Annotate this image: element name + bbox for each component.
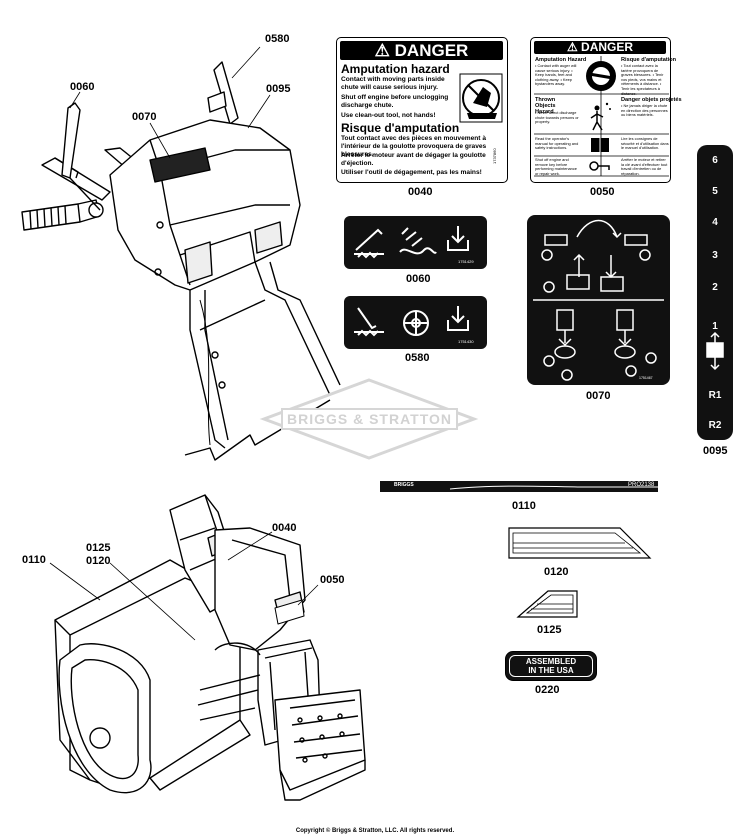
decal-0060: 1751429 [344, 216, 487, 269]
key-icon [589, 161, 610, 171]
num-3: 3 [712, 250, 718, 261]
decal-0220: ASSEMBLED IN THE USA [505, 651, 597, 681]
callout-0095: 0095 [703, 445, 728, 457]
callout-0095-top: 0095 [266, 83, 291, 95]
s2-title: Thrown Objects Hazard [535, 97, 556, 115]
warning-triangle-icon: ⚠ [566, 40, 578, 54]
decal-0050-grid [534, 56, 669, 177]
num-4: 4 [712, 217, 718, 228]
danger-header: ⚠ DANGER [534, 41, 666, 54]
num-6: 6 [712, 155, 718, 166]
lever-engaged-icon [354, 307, 384, 337]
callout-0070: 0070 [586, 390, 611, 402]
bullet1-en: Shut off engine before unclogging discha… [341, 94, 449, 109]
callout-0050-bottom: 0050 [320, 574, 345, 586]
hand-in-chute-icon [459, 73, 503, 123]
danger-header: ⚠ DANGER [340, 41, 503, 60]
decal-0125 [516, 590, 578, 618]
num-r1: R1 [708, 390, 722, 401]
decal-0040: ⚠ DANGER Amputation hazard Contact with … [336, 37, 508, 183]
callout-0070-top: 0070 [132, 111, 157, 123]
lever-engaged-icon [354, 228, 384, 259]
callout-0120: 0120 [544, 566, 569, 578]
bullet1-fr: Arrêter le moteur avant de dégager la go… [341, 152, 486, 167]
callout-0060-top: 0060 [70, 81, 95, 93]
num-5: 5 [712, 186, 718, 197]
decal-0050: ⚠ DANGER Amputation Hazard • [530, 37, 682, 183]
decal-0120 [508, 527, 652, 559]
callout-0040-bottom: 0040 [272, 522, 297, 534]
s2-text: • Never direct discharge chute towards p… [535, 110, 579, 125]
brand-text: BRIGGS [394, 482, 414, 488]
watermark-logo: BRIGGS & STRATTON [259, 378, 479, 460]
title-en: Amputation hazard [341, 62, 450, 76]
decal-0110: BRIGGS PRO2138 [380, 480, 660, 496]
warning-triangle-icon: ⚠ [374, 41, 390, 60]
s2-text-fr: • Ne jamais diriger la chute en directio… [621, 103, 668, 118]
watermark-text: BRIGGS & STRATTON [286, 411, 453, 427]
wheel-drive-icon [403, 310, 429, 336]
title-fr: Risque d'amputation [341, 121, 460, 135]
callout-0220: 0220 [535, 684, 560, 696]
in-the-usa-text: IN THE USA [528, 666, 574, 675]
s4-text-fr: Arrêter le moteur et retirer la clé avan… [621, 157, 668, 176]
part-number-0060: 1751429 [458, 259, 474, 264]
s3-text: Read the operator's manual for operating… [535, 136, 579, 151]
num-r2: R2 [708, 420, 722, 431]
down-arrow-tray-icon [447, 306, 469, 331]
num-1: 1 [712, 321, 718, 332]
svg-text:1: 1 [565, 373, 569, 380]
svg-text:1: 1 [547, 285, 551, 292]
danger-header-text: DANGER [394, 41, 469, 60]
callout-0110: 0110 [512, 500, 536, 512]
manual-icon [591, 138, 609, 152]
svg-text:2: 2 [545, 253, 549, 260]
num-2: 2 [712, 282, 718, 293]
callout-0110-left: 0110 [22, 554, 46, 566]
callout-0060: 0060 [406, 273, 431, 285]
callout-0580-top: 0580 [265, 33, 290, 45]
decal-0060-icons [354, 226, 469, 259]
callout-0125: 0125 [537, 624, 562, 636]
decal-0580-icons [354, 306, 469, 337]
bullet2-fr: Utiliser l'outil de dégagement, pas les … [341, 169, 482, 176]
down-arrow-tray-icon [447, 226, 469, 251]
s4-text: Shut off engine and remove key before pe… [535, 157, 577, 176]
auger-hazard-icon [586, 61, 616, 91]
s2-title-fr: Danger objets projetés [621, 97, 682, 103]
shift-arrows-icon [706, 331, 724, 371]
s1-text: • Contact with auger will cause serious … [535, 63, 577, 87]
decal-0095: 6 5 4 3 2 1 R1 R2 [697, 145, 733, 440]
text-fr: Tout contact avec des pièces en mouvemen… [341, 135, 487, 158]
svg-text:2: 2 [629, 369, 633, 376]
part-number-0070: 1751467 [639, 376, 653, 380]
decal-0070: 2 3 1 1 2 1751467 [527, 215, 670, 385]
bullet2-en: Use clean-out tool, not hands! [341, 112, 436, 119]
s1-title: Amputation Hazard [535, 57, 587, 63]
decal-0070-icons: 2 3 1 1 2 [533, 219, 664, 381]
s3-text-fr: Lire les consignes de sécurité et d'util… [621, 136, 669, 151]
s1-text-fr: • Tout contact avec la tarière provoquer… [621, 63, 664, 96]
model-text: PRO2138 [628, 482, 655, 488]
copyright-text: Copyright © Briggs & Stratton, LLC. All … [295, 828, 455, 834]
callout-0580: 0580 [405, 352, 430, 364]
s1-title-fr: Risque d'amputation [621, 57, 677, 63]
callout-0040: 0040 [408, 186, 433, 198]
svg-text:3: 3 [643, 253, 647, 260]
auger-spin-icon [399, 227, 437, 255]
text-en: Contact with moving parts inside chute w… [341, 76, 445, 91]
callout-0050: 0050 [590, 186, 615, 198]
thrown-objects-icon [590, 102, 611, 131]
callout-0125-left: 0125 [86, 542, 111, 554]
callout-0120-left: 0120 [86, 555, 111, 567]
decal-0580: 1751430 [344, 296, 487, 349]
danger-header-text: DANGER [581, 40, 634, 54]
part-number-0580: 1751430 [458, 339, 474, 344]
assembled-text: ASSEMBLED [525, 657, 577, 666]
